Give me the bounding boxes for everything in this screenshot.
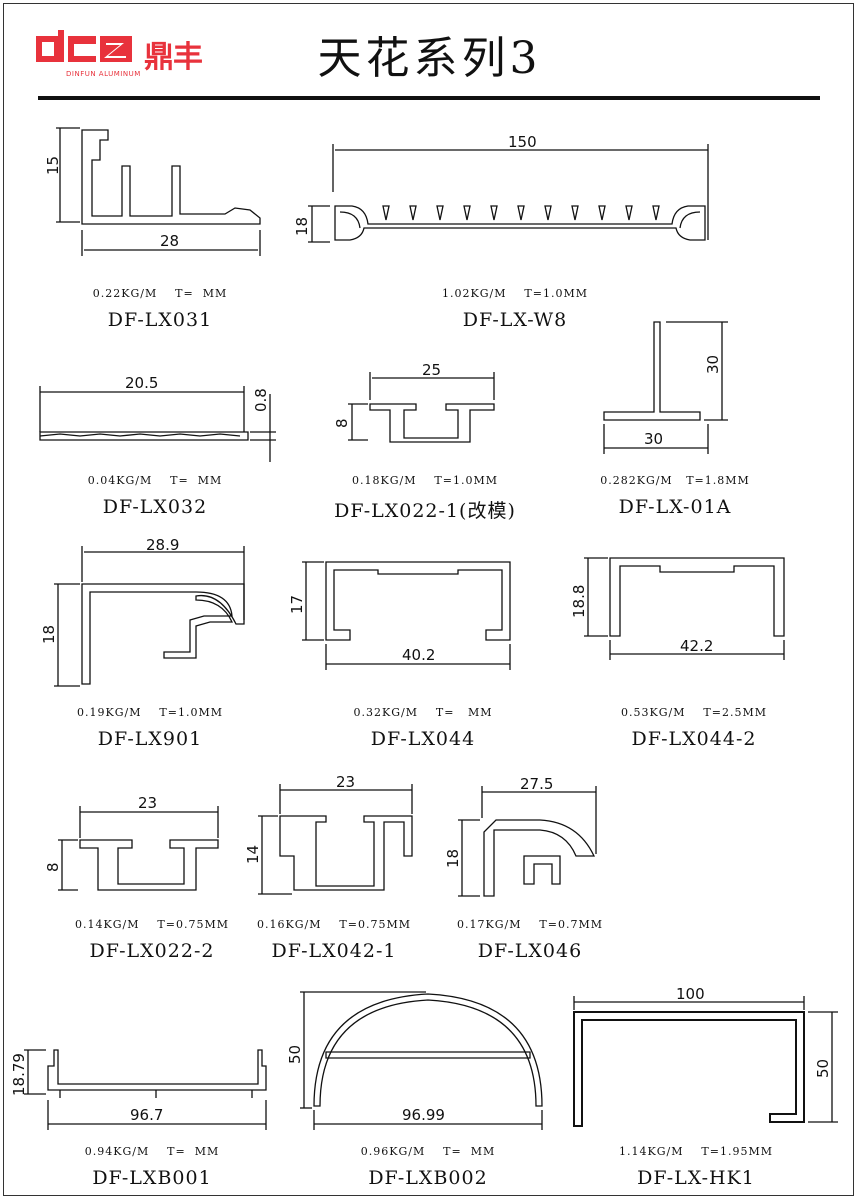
dim-label: 42.2: [680, 637, 713, 655]
dim-label: 18: [444, 849, 462, 868]
dim-label: 23: [138, 794, 157, 812]
dim-label: 8: [44, 862, 62, 872]
profile-model: DF-LX046: [477, 940, 583, 962]
profile-caption: 1.02KG/M T=1.0MM DF-LX-W8: [415, 287, 615, 331]
dim-label: 25: [422, 361, 441, 379]
profile-spec: 0.53KG/M T=2.5MM: [620, 706, 768, 719]
profile-spec: 0.04KG/M T= MM: [87, 474, 223, 487]
profile-spec: 0.282KG/M T=1.8MM: [600, 474, 750, 487]
dim-label: 15: [44, 156, 62, 175]
profile-spec: 0.16KG/M T=0.75MM: [256, 918, 412, 931]
profile-model: DF-LX-01A: [618, 496, 732, 518]
brand-logo: 鼎丰 DINFUN ALUMINUM: [36, 30, 206, 78]
profile-model: DF-LX022-2: [89, 940, 215, 962]
profile-spec: 1.02KG/M T=1.0MM: [441, 287, 589, 300]
profile-caption: 1.14KG/M T=1.95MM DF-LX-HK1: [596, 1145, 796, 1189]
brand-name-en: DINFUN ALUMINUM: [66, 70, 141, 78]
profile-spec: 0.94KG/M T= MM: [84, 1145, 220, 1158]
dfz-logo-mark: [36, 30, 132, 62]
page-title: 天花系列3: [317, 33, 542, 84]
profile-caption: 0.22KG/M T= MM DF-LX031: [60, 287, 260, 331]
dim-label: 27.5: [520, 775, 553, 793]
brand-name-cn: 鼎丰: [144, 40, 203, 75]
profile-model: DF-LX901: [97, 728, 203, 750]
profile-model: DF-LX032: [102, 496, 208, 518]
profile-caption: 0.96KG/M T= MM DF-LXB002: [328, 1145, 528, 1189]
profile-drawing-lx01a: 30 30: [603, 321, 728, 454]
dim-label: 14: [244, 845, 262, 864]
dim-label: 30: [644, 430, 663, 448]
profile-spec: 0.17KG/M T=0.7MM: [456, 918, 604, 931]
profile-spec: 1.14KG/M T=1.95MM: [618, 1145, 774, 1158]
profile-drawing-lx042-1: 23 14: [244, 773, 413, 895]
profile-caption: 0.19KG/M T=1.0MM DF-LX901: [50, 706, 250, 750]
profile-drawing-lxw8: 150 18: [293, 133, 709, 243]
dim-label: 50: [286, 1045, 304, 1064]
dim-label: 100: [676, 985, 705, 1003]
dim-label: 18.8: [570, 585, 588, 618]
profile-drawing-lx032: 20.5 0.8: [39, 374, 276, 462]
dim-label: 17: [288, 595, 306, 614]
profile-drawing-lxhk1: 100 50: [573, 985, 838, 1127]
profile-caption: 0.32KG/M T= MM DF-LX044: [323, 706, 523, 750]
profile-drawing-lxb001: 18.79 96.7: [10, 1049, 267, 1130]
profile-model: DF-LXB002: [368, 1167, 488, 1189]
dim-label: 23: [336, 773, 355, 791]
dim-label: 28: [160, 232, 179, 250]
profile-spec: 0.22KG/M T= MM: [92, 287, 228, 300]
profile-model: DF-LX044-2: [631, 728, 757, 750]
profile-spec: 0.19KG/M T=1.0MM: [76, 706, 224, 719]
dim-label: 50: [814, 1059, 832, 1078]
profile-caption: 0.04KG/M T= MM DF-LX032: [55, 474, 255, 518]
profile-drawing-lx044-2: 18.8 42.2: [570, 557, 785, 660]
profile-model: DF-LX042-1: [271, 940, 397, 962]
profile-model: DF-LX-HK1: [637, 1167, 755, 1189]
dim-label: 150: [508, 133, 537, 151]
profile-caption: 0.17KG/M T=0.7MM DF-LX046: [430, 918, 630, 962]
dim-label: 8: [333, 418, 351, 428]
profile-drawing-lx901: 28.9 18: [40, 536, 245, 687]
profile-drawing-lx022-2: 23 8: [44, 794, 219, 891]
profile-drawing-lx031: 15 28: [44, 127, 261, 256]
profile-drawing-lx044: 17 40.2: [288, 561, 511, 670]
profile-drawing-lx046: 27.5 18: [444, 775, 597, 897]
profile-drawing-lxb002: 50 96.99: [286, 991, 543, 1130]
profile-drawing-lx022-1: 25 8: [333, 361, 495, 443]
dim-label: 18: [293, 217, 311, 236]
profile-model: DF-LX-W8: [462, 309, 568, 331]
profile-model: DF-LX022-1(改模): [334, 500, 516, 522]
dim-label: 96.99: [402, 1106, 445, 1124]
profile-caption: 0.53KG/M T=2.5MM DF-LX044-2: [594, 706, 794, 750]
dim-label: 96.7: [130, 1106, 163, 1124]
profile-model: DF-LX044: [370, 728, 476, 750]
profile-spec: 0.32KG/M T= MM: [353, 706, 493, 719]
profile-model: DF-LXB001: [92, 1167, 212, 1189]
dim-label: 18.79: [10, 1053, 28, 1096]
profile-caption: 0.18KG/M T=1.0MM DF-LX022-1(改模): [320, 474, 530, 523]
fin-row: [382, 205, 660, 221]
profile-caption: 0.282KG/M T=1.8MM DF-LX-01A: [580, 474, 770, 518]
dim-label: 40.2: [402, 646, 435, 664]
profile-caption: 0.94KG/M T= MM DF-LXB001: [52, 1145, 252, 1189]
profile-spec: 0.96KG/M T= MM: [360, 1145, 496, 1158]
profile-caption: 0.16KG/M T=0.75MM DF-LX042-1: [234, 918, 434, 962]
dim-label: 0.8: [252, 388, 270, 412]
profile-model: DF-LX031: [107, 309, 213, 331]
dim-label: 18: [40, 625, 58, 644]
dim-label: 30: [704, 355, 722, 374]
profile-spec: 0.14KG/M T=0.75MM: [74, 918, 230, 931]
page-frame: [3, 3, 854, 1196]
profile-spec: 0.18KG/M T=1.0MM: [351, 474, 499, 487]
dim-label: 20.5: [125, 374, 158, 392]
header-rule: [38, 96, 820, 100]
profile-caption: 0.14KG/M T=0.75MM DF-LX022-2: [52, 918, 252, 962]
dim-label: 28.9: [146, 536, 179, 554]
